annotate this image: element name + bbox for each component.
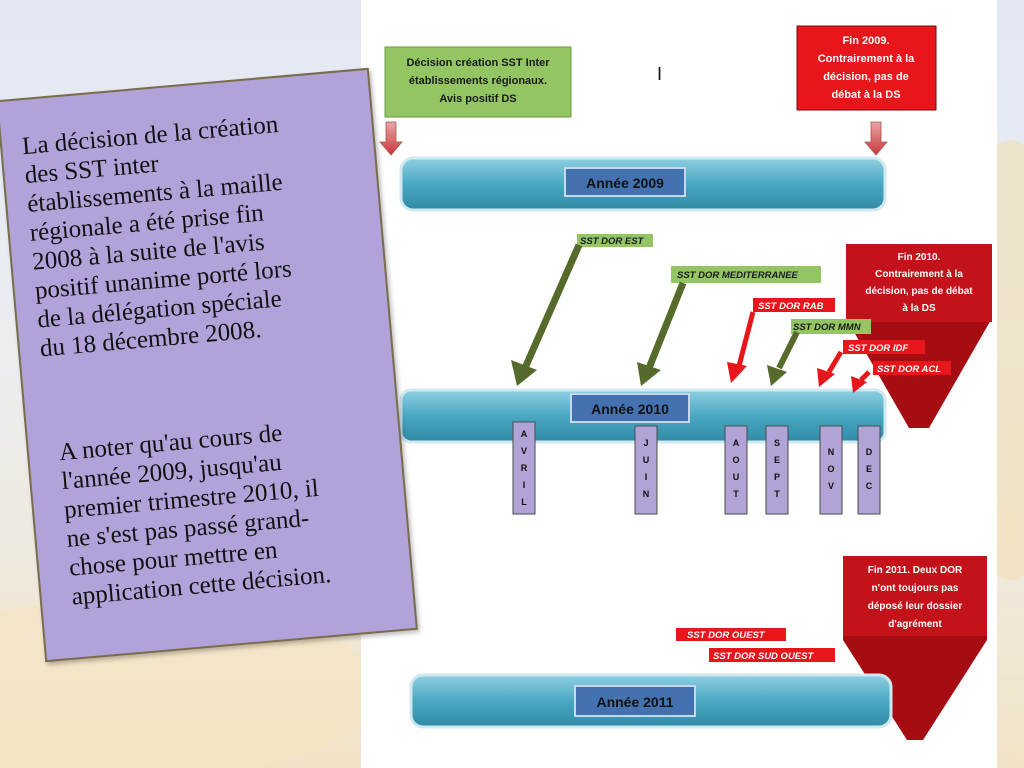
month-avril: A V R I L (512, 421, 536, 515)
arrow-mediterranee (637, 281, 687, 386)
svg-text:N: N (828, 447, 835, 457)
fin-2010-box: Fin 2010. Contrairement à la décision, p… (846, 244, 992, 428)
svg-text:V: V (828, 481, 834, 491)
label-sst-dor-ouest: SST DOR OUEST (676, 628, 786, 641)
month-nov: N O V (819, 425, 843, 515)
svg-text:SST DOR OUEST: SST DOR OUEST (687, 630, 766, 641)
fin-2009-box: Fin 2009. Contrairement à la décision, p… (796, 25, 937, 111)
svg-text:SST DOR ACL: SST DOR ACL (877, 364, 941, 375)
svg-text:O: O (732, 455, 739, 465)
fin-2010-line-1: Fin 2010. (898, 252, 941, 263)
down-arrow-right (864, 121, 888, 156)
svg-text:SST DOR EST: SST DOR EST (580, 236, 645, 247)
svg-text:SST DOR IDF: SST DOR IDF (848, 343, 908, 354)
fin-2009-line-3: décision, pas de (823, 71, 909, 83)
label-sst-dor-acl: SST DOR ACL (873, 361, 951, 375)
svg-text:J: J (643, 438, 648, 448)
svg-text:A: A (521, 429, 528, 439)
label-sst-dor-rab: SST DOR RAB (753, 298, 835, 312)
note-card: La décision de la création des SST inter… (0, 67, 418, 663)
svg-text:D: D (866, 447, 873, 457)
svg-text:T: T (733, 489, 739, 499)
fin-2009-line-1: Fin 2009. (842, 35, 889, 47)
fin-2010-line-3: décision, pas de débat (865, 286, 973, 297)
month-aout: A O U T (724, 425, 748, 515)
svg-text:R: R (521, 463, 528, 473)
year-2010-label: Année 2010 (591, 401, 669, 417)
down-arrow-left (379, 121, 403, 156)
svg-text:O: O (827, 464, 834, 474)
decision-line-1: Décision création SST Inter (406, 57, 550, 69)
label-sst-dor-est: SST DOR EST (577, 234, 653, 247)
note-paragraph-2: A noter qu'au cours de l'année 2009, jus… (58, 410, 392, 611)
label-sst-dor-sud-ouest: SST DOR SUD OUEST (709, 648, 835, 662)
svg-text:SST DOR SUD OUEST: SST DOR SUD OUEST (713, 651, 814, 662)
fin-2011-line-3: déposé leur dossier (868, 601, 963, 612)
decision-line-2: établissements régionaux. (409, 75, 547, 87)
svg-text:S: S (774, 438, 780, 448)
note-paragraph-1: La décision de la création des SST inter… (21, 104, 360, 363)
year-2009-bar: Année 2009 (399, 156, 887, 212)
svg-text:I: I (645, 472, 648, 482)
year-2011-label: Année 2011 (596, 694, 673, 710)
arrow-mmn (767, 330, 800, 386)
fin-2011-line-1: Fin 2011. Deux DOR (868, 565, 963, 576)
month-dec: D E C (857, 425, 881, 515)
svg-text:N: N (643, 489, 650, 499)
svg-text:V: V (521, 446, 527, 456)
svg-text:U: U (733, 472, 740, 482)
svg-text:T: T (774, 489, 780, 499)
fin-2009-line-4: débat à la DS (831, 89, 900, 101)
svg-text:E: E (774, 455, 780, 465)
svg-text:SST DOR MEDITERRANEE: SST DOR MEDITERRANEE (677, 270, 799, 281)
cursor-mark: I (657, 64, 662, 84)
svg-text:E: E (866, 464, 872, 474)
decision-line-3: Avis positif DS (439, 93, 516, 105)
arrow-acl (851, 370, 871, 393)
fin-2010-line-4: à la DS (902, 303, 936, 314)
month-sept: S E P T (765, 425, 789, 515)
svg-text:P: P (774, 472, 780, 482)
label-sst-dor-mediterranee: SST DOR MEDITERRANEE (671, 266, 821, 283)
year-2009-label: Année 2009 (586, 175, 664, 191)
label-sst-dor-idf: SST DOR IDF (843, 340, 925, 354)
decision-box: Décision création SST Inter établissemen… (384, 46, 572, 118)
month-juin: J U I N (634, 425, 658, 515)
timeline-document: Décision création SST Inter établissemen… (361, 0, 997, 768)
label-sst-dor-mmn: SST DOR MMN (791, 319, 871, 334)
arrow-rab (727, 311, 756, 383)
fin-2011-line-2: n'ont toujours pas (872, 583, 959, 594)
svg-text:U: U (643, 455, 650, 465)
timeline-diagram: Décision création SST Inter établissemen… (379, 25, 992, 740)
svg-text:I: I (523, 480, 526, 490)
svg-text:C: C (866, 481, 873, 491)
svg-text:SST DOR RAB: SST DOR RAB (758, 301, 824, 312)
arrow-idf (817, 350, 844, 387)
fin-2011-line-4: d'agrément (888, 619, 942, 630)
explanation-note: La décision de la création des SST inter… (0, 63, 418, 663)
fin-2010-line-2: Contrairement à la (875, 269, 963, 280)
svg-text:SST DOR MMN: SST DOR MMN (793, 322, 862, 333)
arrow-est (511, 243, 583, 386)
year-2011-bar: Année 2011 (409, 673, 893, 729)
svg-text:A: A (733, 438, 740, 448)
fin-2009-line-2: Contrairement à la (818, 53, 915, 65)
svg-text:L: L (521, 497, 527, 507)
